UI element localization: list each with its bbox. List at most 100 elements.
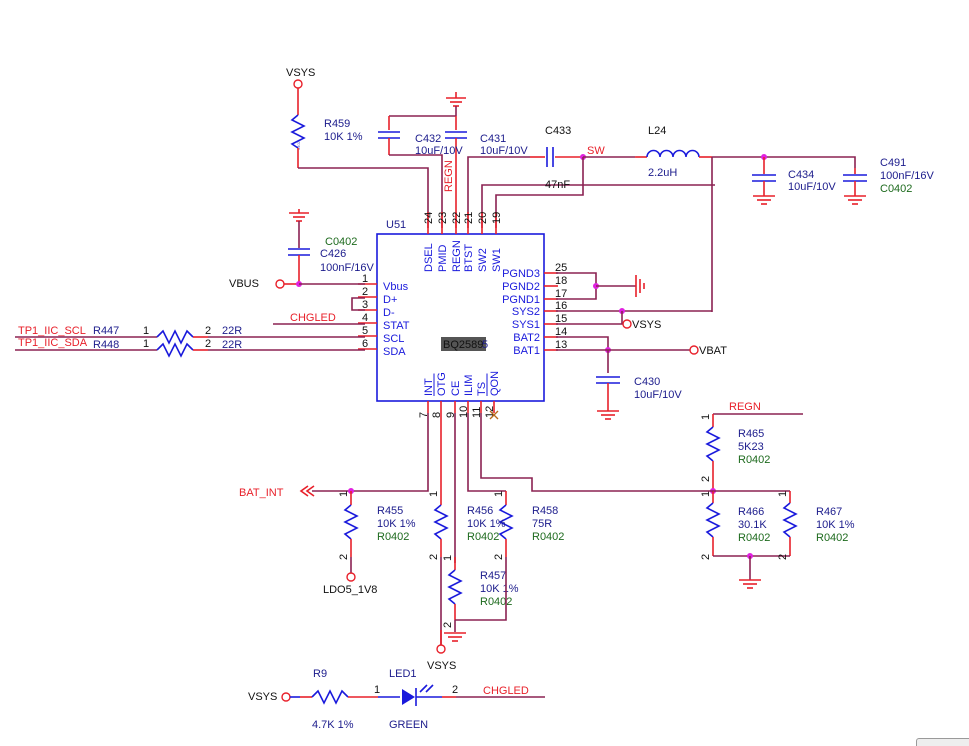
pin-name: SDA — [383, 346, 406, 358]
pin-number: 6 — [362, 338, 368, 350]
window-scroll-hint[interactable] — [916, 738, 969, 746]
r459-value: 10K 1% — [324, 131, 363, 143]
r456-pin1: 1 — [493, 491, 505, 497]
pin-number: 22 — [451, 212, 463, 224]
net-label-chgled-led: CHGLED — [483, 685, 529, 697]
r465-pin2: 2 — [700, 476, 712, 482]
pin-number: 13 — [555, 339, 567, 351]
pin-name: BTST — [463, 244, 475, 272]
r458-ref: R458 — [532, 505, 558, 517]
r448-value: 22R — [222, 339, 242, 351]
net-label-scl: TP1_IIC_SCL — [18, 325, 86, 337]
r459-ref: R459 — [324, 118, 350, 130]
pin-name: INT — [423, 378, 435, 396]
otg-res-pin2: 2 — [428, 554, 440, 560]
pin-number: 14 — [555, 326, 567, 338]
ic-pin-left-dplus: 2D+ — [358, 286, 397, 306]
ground-symbol-c430 — [597, 410, 619, 420]
pin-name: CE — [450, 381, 462, 396]
pin-number: 4 — [362, 312, 368, 324]
resistor-r455 — [343, 504, 359, 540]
pin-name: DSEL — [423, 243, 435, 272]
r447-pin1: 1 — [143, 325, 149, 337]
no-connect-marker — [489, 410, 499, 420]
r455-value: 10K 1% — [377, 518, 416, 530]
pin-name: BAT2 — [513, 332, 540, 344]
r455-pin1: 1 — [338, 491, 350, 497]
otg-res-pin1: 1 — [428, 491, 440, 497]
pin-number: 5 — [362, 325, 368, 337]
net-label-regn: REGN — [729, 401, 761, 413]
r458-value: 75R — [532, 518, 552, 530]
r456-pin2: 2 — [493, 554, 505, 560]
c491-value: 100nF/16V — [880, 170, 934, 182]
ground-symbol-c491 — [844, 195, 866, 205]
r457-pin2: 2 — [442, 622, 454, 628]
resistor-r459 — [290, 114, 306, 149]
resistor-otg-pullup — [433, 504, 449, 540]
c491-ref: C491 — [880, 157, 906, 169]
led1-value: GREEN — [389, 719, 428, 731]
r467-value: 10K 1% — [816, 519, 855, 531]
r447-value: 22R — [222, 325, 242, 337]
pin-name: TS — [476, 382, 488, 396]
r456-value: 10K 1% — [467, 518, 506, 530]
r466-pkg: R0402 — [738, 532, 770, 544]
r467-pin2: 2 — [777, 554, 789, 560]
r9-ref: R9 — [313, 668, 327, 680]
pin-number: 21 — [463, 212, 475, 224]
pin-name: STAT — [383, 320, 410, 332]
pin-name: OTG — [436, 372, 448, 396]
pin-name: REGN — [451, 240, 463, 272]
pin-number: 3 — [362, 299, 368, 311]
led1-emission-arrow-2 — [425, 684, 434, 693]
r456-ref: R456 — [467, 505, 493, 517]
pin-number: 10 — [458, 406, 470, 418]
r466-ref: R466 — [738, 506, 764, 518]
led1-ref: LED1 — [389, 668, 417, 680]
r466-pin2: 2 — [700, 554, 712, 560]
ground-symbol-top — [446, 92, 466, 107]
led1-emission-arrow-1 — [419, 684, 428, 693]
pin-number: 18 — [555, 275, 567, 287]
r457-ref: R457 — [480, 570, 506, 582]
net-label-sw: SW — [587, 145, 605, 157]
ic-pin-bottom-ce: 9CE — [445, 381, 462, 418]
vsys-port-top: VSYS — [286, 67, 315, 89]
r447-ref: R447 — [93, 325, 119, 337]
pin-number: 24 — [423, 212, 435, 224]
r448-ref: R448 — [93, 339, 119, 351]
net-label-vsys-led: VSYS — [248, 691, 277, 703]
pin-number: 15 — [555, 313, 567, 325]
resistor-r466 — [705, 502, 721, 538]
r448-pin2: 2 — [205, 338, 211, 350]
net-label-sda: TP1_IIC_SDA — [18, 337, 88, 349]
c430-ref: C430 — [634, 376, 660, 388]
resistor-r456 — [498, 504, 514, 540]
pin-number: 19 — [491, 212, 503, 224]
net-label-regn-vertical: REGN — [443, 160, 455, 192]
resistor-r447 — [156, 329, 194, 345]
led1-pin2: 2 — [452, 684, 458, 696]
pin-name: PGND1 — [502, 294, 540, 306]
r457-pin1: 1 — [442, 555, 454, 561]
led1-diode-symbol — [402, 689, 415, 705]
